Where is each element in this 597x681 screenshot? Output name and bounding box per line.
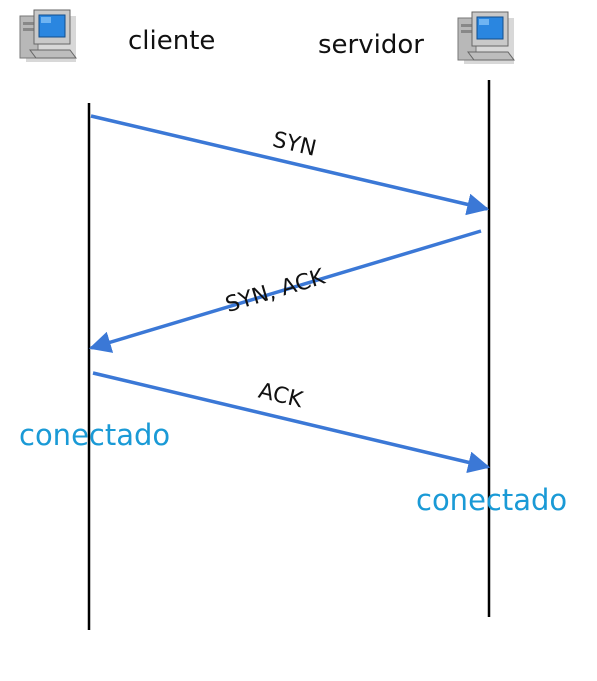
ack-label: ACK xyxy=(256,379,306,414)
syn-arrow xyxy=(90,114,490,216)
syn-ack-label: SYN, ACK xyxy=(223,265,329,319)
client-computer-icon xyxy=(19,9,77,63)
syn-ack-arrow xyxy=(88,229,482,353)
ack-arrow xyxy=(92,371,491,474)
server-computer-icon xyxy=(457,11,515,65)
client-label: cliente xyxy=(128,26,215,56)
server-label: servidor xyxy=(318,30,424,60)
client-state-label: conectado xyxy=(19,418,170,452)
syn-label: SYN xyxy=(270,128,318,162)
server-state-label: conectado xyxy=(416,483,567,517)
